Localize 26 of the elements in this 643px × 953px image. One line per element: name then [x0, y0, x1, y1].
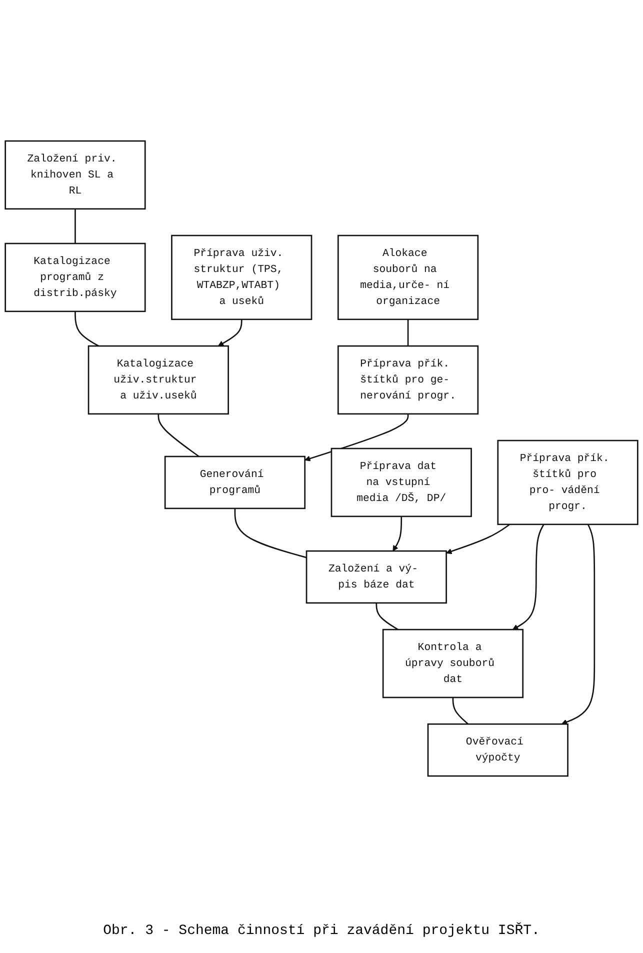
connector [376, 602, 398, 630]
arrow [218, 319, 242, 346]
node-box: Kontrola a úpravy souborů dat [382, 628, 524, 698]
connector [74, 208, 76, 244]
connector [452, 697, 469, 725]
connector [158, 414, 200, 458]
node-box: Založení priv. knihoven SL a RL [4, 140, 146, 210]
node-box: Příprava dat na vstupní media /DŠ, DP/ [330, 448, 472, 518]
node-box: Katalogizace programů z distrib.pásky [4, 242, 146, 312]
node-box: Založení a vý- pis báze dat [306, 550, 447, 604]
connector [234, 508, 307, 558]
arrow [512, 524, 544, 630]
figure-caption: Obr. 3 - Schema činností při zavádění projektu ISŘT. [102, 921, 541, 941]
node-box: Příprava uživ. struktur (TPS, WTABZP,WTABT) a useků [171, 234, 312, 320]
node-box: Ověřovací výpočty [427, 723, 568, 777]
node-box: Příprava přík. štítků pro pro- vádění progr. [497, 440, 638, 526]
arrow [392, 516, 402, 552]
arrow [561, 524, 596, 725]
connector [407, 319, 409, 346]
arrow [446, 524, 510, 554]
arrow [304, 414, 409, 462]
node-box: Katalogizace uživ.struktur a uživ.useků [88, 345, 229, 415]
node-box: Alokace souborů na media,urče- ní organizace [337, 234, 479, 320]
connector [74, 311, 99, 347]
node-box: Příprava přík. štítků pro ge- nerování progr. [337, 345, 479, 415]
node-box: Generování programů [164, 456, 306, 510]
